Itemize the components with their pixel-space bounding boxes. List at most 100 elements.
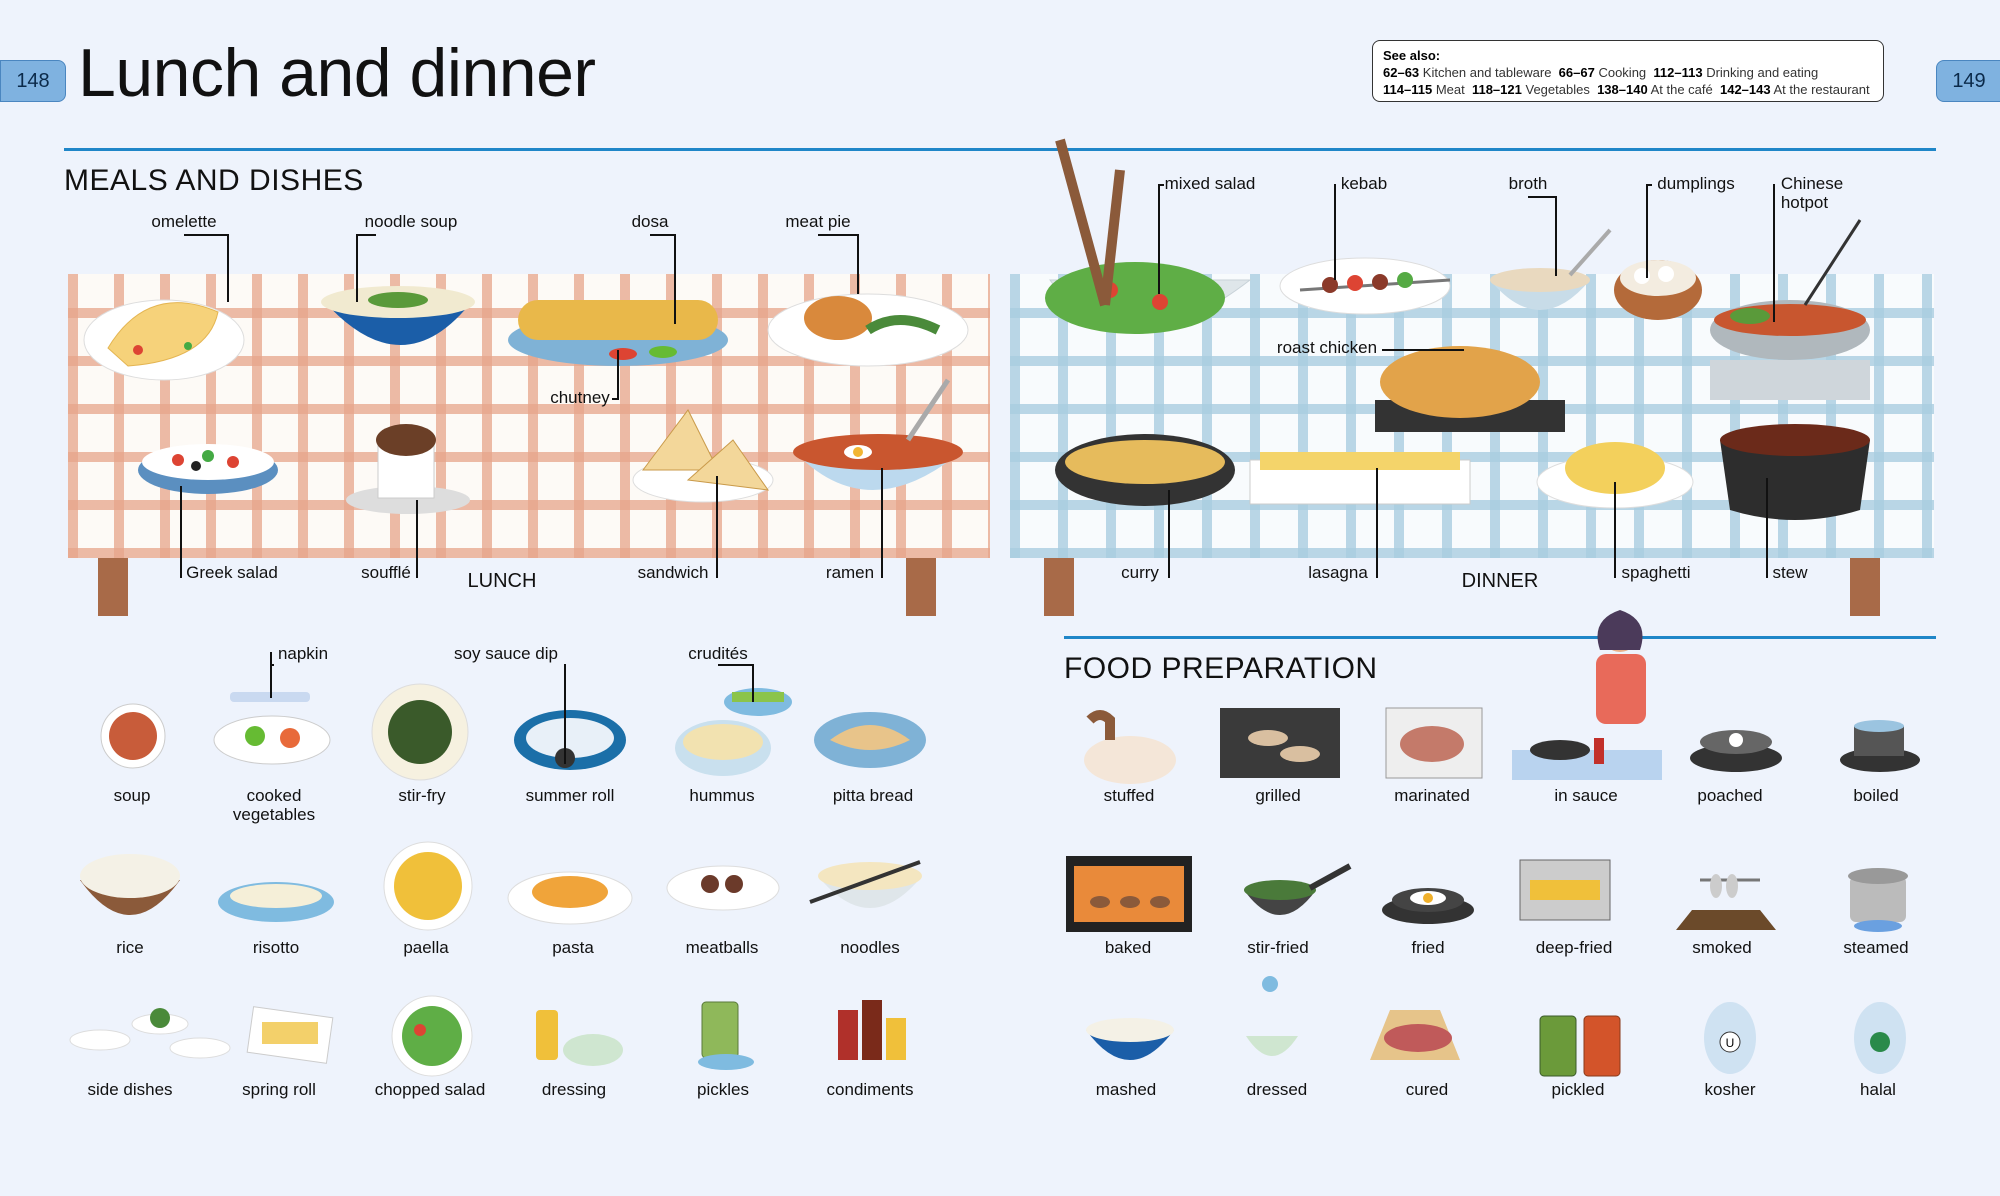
leader-line	[674, 234, 676, 324]
see-also-topic[interactable]: Meat	[1435, 82, 1465, 97]
label-mixed-salad: mixed salad	[1164, 174, 1256, 193]
sandwich-icon	[632, 409, 774, 503]
label-kosher: kosher	[1704, 1080, 1756, 1099]
label-crudites: crudités	[688, 644, 748, 663]
broth-icon	[1490, 228, 1612, 310]
cured-icon	[1370, 1010, 1460, 1060]
label-stir-fry: stir-fry	[398, 786, 446, 805]
cooked-vegetables-icon	[213, 715, 331, 765]
svg-text:U: U	[1726, 1036, 1735, 1050]
label-mashed: mashed	[1095, 1080, 1157, 1099]
leader-line	[1646, 184, 1652, 186]
noodle-soup-icon	[321, 286, 475, 345]
leader-line	[881, 468, 883, 578]
smoked-icon	[1676, 874, 1776, 930]
see-also-topic[interactable]: Drinking and eating	[1706, 65, 1819, 80]
label-spaghetti: spaghetti	[1621, 563, 1691, 582]
label-pitta-bread: pitta bread	[832, 786, 914, 805]
label-steamed: steamed	[1843, 938, 1909, 957]
souffle-icon	[346, 424, 470, 514]
see-also-pages[interactable]: 142–143	[1719, 82, 1771, 97]
label-soy-sauce-dip: soy sauce dip	[454, 644, 558, 663]
label-fried: fried	[1411, 938, 1445, 957]
leader-line	[356, 234, 376, 236]
dishes-grid-illustration	[69, 683, 926, 1077]
page-number-left: 148	[0, 60, 66, 102]
see-also-pages[interactable]: 114–115	[1383, 82, 1433, 97]
pitta-bread-icon	[814, 712, 926, 768]
table-leg	[98, 558, 128, 616]
kosher-icon: U	[1704, 1002, 1756, 1074]
table-leg	[1850, 558, 1880, 616]
leader-line	[180, 486, 182, 578]
ramen-icon	[793, 378, 963, 490]
leader-line	[857, 234, 859, 294]
curry-icon	[1055, 434, 1235, 506]
food-prep-illustration: U	[1066, 610, 1920, 1077]
see-also-pages[interactable]: 138–140	[1597, 82, 1648, 97]
label-curry: curry	[1121, 563, 1159, 582]
label-pickles: pickles	[697, 1080, 749, 1099]
see-also-pages[interactable]: 118–121	[1471, 82, 1522, 97]
label-broth: broth	[1508, 174, 1548, 193]
label-ramen: ramen	[825, 563, 875, 582]
label-dressing: dressing	[541, 1080, 607, 1099]
rice-icon	[80, 854, 180, 915]
label-meatballs: meatballs	[685, 938, 759, 957]
see-also-topic[interactable]: Kitchen and tableware	[1422, 65, 1552, 80]
section-rule	[64, 148, 1936, 151]
label-chopped-salad: chopped salad	[374, 1080, 486, 1099]
leader-line	[1168, 490, 1170, 578]
chopped-salad-icon	[391, 995, 473, 1077]
leader-line	[1646, 184, 1648, 278]
leader-line	[564, 664, 566, 764]
label-dumplings: dumplings	[1657, 174, 1735, 193]
see-also-topic[interactable]: Cooking	[1598, 65, 1647, 80]
label-smoked: smoked	[1692, 938, 1752, 957]
omelette-icon	[83, 299, 245, 381]
label-stir-fried: stir-fried	[1247, 938, 1309, 957]
label-spring-roll: spring roll	[242, 1080, 316, 1099]
leader-line	[1376, 468, 1378, 578]
see-also-pages[interactable]: 62–63	[1383, 65, 1420, 80]
fried-icon	[1382, 888, 1474, 924]
label-napkin: napkin	[277, 644, 329, 663]
label-noodle-soup: noodle soup	[364, 212, 458, 231]
dumplings-icon	[1614, 260, 1702, 320]
spring-roll-icon	[246, 1006, 334, 1064]
label-greek-salad: Greek salad	[186, 563, 278, 582]
page-number-right: 149	[1936, 60, 2000, 102]
see-also-topic[interactable]: Vegetables	[1525, 82, 1590, 97]
see-also-topic[interactable]: At the café	[1650, 82, 1713, 97]
food-prep-rule	[1064, 636, 1936, 639]
label-kebab: kebab	[1340, 174, 1388, 193]
dressed-icon	[1246, 976, 1298, 1056]
pasta-icon	[507, 871, 633, 925]
leader-line	[356, 234, 358, 302]
leader-line	[1158, 184, 1164, 186]
see-also-pages[interactable]: 112–113	[1653, 65, 1703, 80]
label-cooked-vegetables: cooked vegetables	[232, 786, 316, 824]
leader-line	[716, 476, 718, 578]
roast-chicken-icon	[1375, 346, 1565, 432]
see-also-box: See also: 62–63 Kitchen and tableware 66…	[1372, 40, 1884, 102]
boiled-icon	[1840, 720, 1920, 772]
food-prep-heading: FOOD PREPARATION	[1064, 652, 1378, 685]
see-also-heading: See also:	[1383, 48, 1441, 63]
leader-line	[1614, 482, 1616, 578]
hummus-icon	[675, 720, 771, 776]
halal-icon	[1854, 1002, 1906, 1074]
label-deep-fried: deep-fried	[1535, 938, 1613, 957]
leader-line	[1382, 349, 1464, 351]
label-omelette: omelette	[151, 212, 217, 231]
see-also-topic[interactable]: At the restaurant	[1773, 82, 1870, 97]
label-lasagna: lasagna	[1308, 563, 1368, 582]
label-pickled: pickled	[1551, 1080, 1605, 1099]
page-title: Lunch and dinner	[78, 35, 596, 111]
label-meat-pie: meat pie	[785, 212, 851, 231]
mashed-icon	[1086, 1018, 1174, 1060]
label-risotto: risotto	[252, 938, 300, 957]
label-dosa: dosa	[631, 212, 669, 231]
see-also-pages[interactable]: 66–67	[1558, 65, 1595, 80]
leader-line	[270, 664, 274, 666]
